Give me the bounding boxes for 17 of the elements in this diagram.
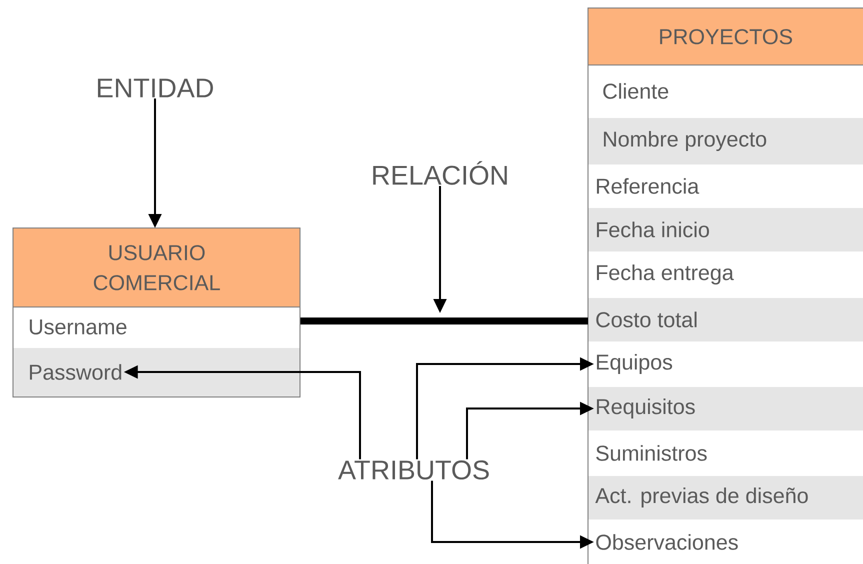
table-row: Fecha entrega: [596, 264, 734, 285]
table-row: Act. previas de diseño: [588, 476, 863, 520]
annotation-label: ENTIDAD: [98, 78, 213, 98]
table-row: Username: [30, 320, 126, 334]
table-row: Fecha inicio: [588, 208, 863, 252]
table-row: Suministros: [596, 445, 707, 461]
table-row: Observaciones: [596, 534, 738, 550]
table-row: Nombre proyecto: [588, 118, 863, 164]
table-row: Costo total: [588, 298, 863, 342]
annotation-label: ATRIBUTOS: [338, 460, 489, 480]
table-row: Referencia: [596, 178, 700, 194]
table-row: Equipos: [596, 354, 672, 374]
annotation-label: RELACIÓN: [373, 161, 507, 185]
table-row: Requisitos: [588, 387, 863, 430]
table-row: Password: [14, 348, 300, 396]
relationship-line: [300, 318, 588, 324]
table-row: Cliente: [603, 83, 668, 99]
